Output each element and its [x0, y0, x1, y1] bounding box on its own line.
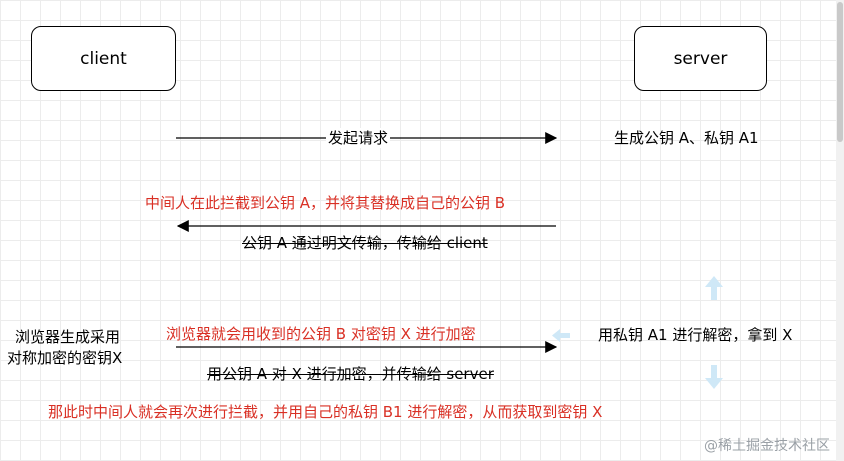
server-node: server	[634, 26, 767, 91]
label-mitm-intercept-key: 中间人在此拦截到公钥 A，并将其替换成自己的公钥 B	[145, 194, 506, 212]
faded-down-arrow	[705, 365, 723, 389]
label-browser-generate-line2: 对称加密的密钥X	[7, 349, 123, 367]
scrollbar-thumb[interactable]	[837, 2, 843, 142]
client-node: client	[31, 26, 176, 91]
label-encrypt-x-transfer: 用公钥 A 对 X 进行加密，并传输给 server	[207, 365, 494, 383]
faded-left-arrow	[552, 329, 570, 342]
label-public-key-transfer: 公钥 A 通过明文传输，传输给 client	[242, 234, 488, 252]
vertical-scrollbar[interactable]	[836, 0, 844, 461]
watermark: @稀土掘金技术社区	[704, 438, 830, 454]
label-request: 发起请求	[326, 128, 391, 148]
label-generate-keys: 生成公钥 A、私钥 A1	[614, 129, 759, 147]
label-browser-encrypt-with-b: 浏览器就会用收到的公钥 B 对密钥 X 进行加密	[166, 325, 476, 343]
label-server-decrypt: 用私钥 A1 进行解密，拿到 X	[598, 326, 793, 344]
label-browser-generate-line1: 浏览器生成采用	[15, 328, 121, 346]
label-mitm-intercept-again: 那此时中间人就会再次进行拦截，并用自己的私钥 B1 进行解密，从而获取到密钥 X	[48, 403, 603, 421]
faded-up-arrow	[705, 276, 723, 300]
